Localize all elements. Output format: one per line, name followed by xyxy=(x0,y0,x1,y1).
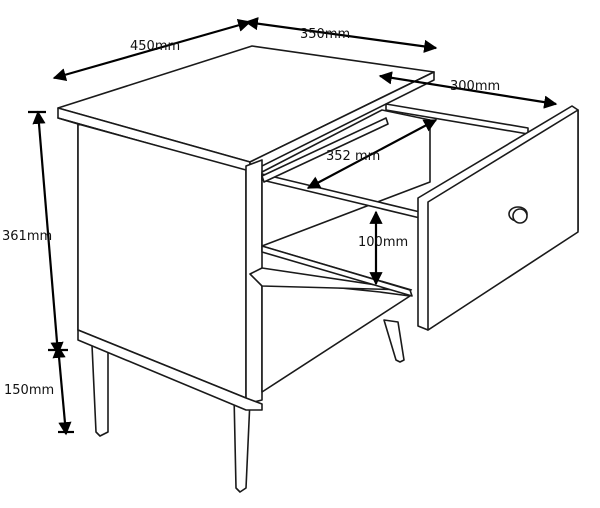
label-depth: 350mm xyxy=(300,27,350,42)
leg-front-left xyxy=(91,344,109,437)
label-width: 450mm xyxy=(130,39,180,54)
bottom-rail xyxy=(77,329,263,411)
label-body-height: 361mm xyxy=(2,229,52,244)
drawer-knob[interactable] xyxy=(508,206,528,224)
dim-line-leg-height xyxy=(52,344,72,436)
leg-back-right xyxy=(383,319,405,363)
label-drawer-width: 352 mm xyxy=(326,149,380,164)
dim-line-drawer-width xyxy=(306,119,438,189)
cabinet-body xyxy=(57,45,435,411)
label-leg-height: 150mm xyxy=(4,383,54,398)
drawer-rail-line xyxy=(261,245,413,291)
dim-line-drawer-depth xyxy=(378,71,558,109)
label-drawer-height: 100mm xyxy=(358,235,408,250)
label-drawer-depth: 300mm xyxy=(450,79,500,94)
dim-line-width xyxy=(52,18,252,82)
dim-line-depth xyxy=(244,17,438,53)
front-stile xyxy=(245,159,263,405)
drawer-front-face xyxy=(427,109,579,331)
drawer-knob-head xyxy=(512,208,528,224)
dimension-labels: 450mm 350mm 300mm 352 mm 100mm 361mm 150… xyxy=(2,27,500,398)
dimension-lines xyxy=(28,17,558,436)
lower-shelf-back xyxy=(261,279,411,393)
dim-line-body-height xyxy=(32,110,64,356)
